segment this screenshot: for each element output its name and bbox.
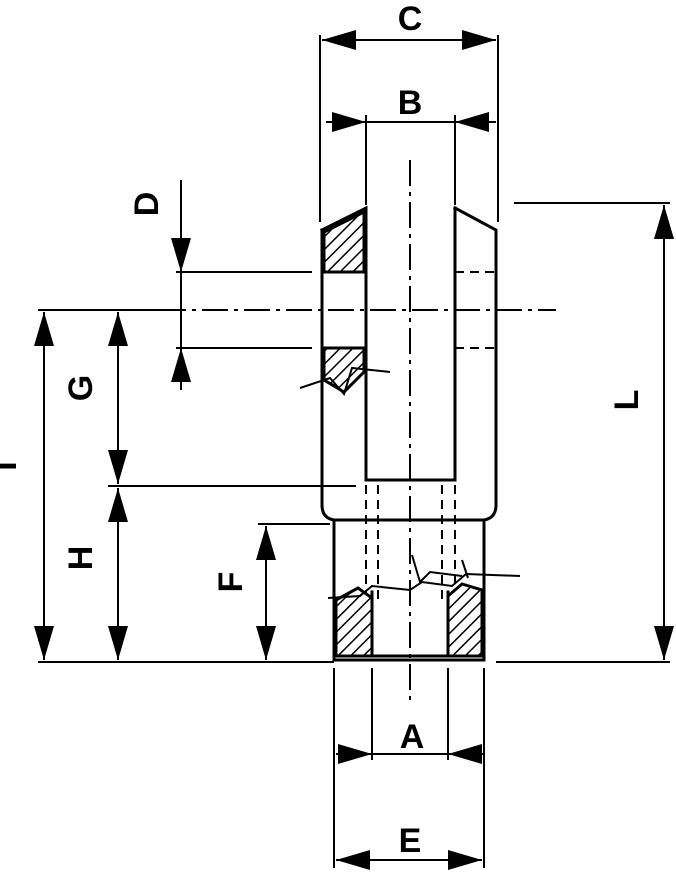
label-f: F xyxy=(212,572,250,593)
dimension-e: E xyxy=(333,668,485,870)
dimension-d: D xyxy=(128,180,312,390)
label-b: B xyxy=(398,84,423,122)
label-g: G xyxy=(62,375,100,401)
dimension-b: B xyxy=(326,84,496,205)
label-h: H xyxy=(62,546,100,571)
dimension-l: L xyxy=(496,202,674,663)
dimension-f: F xyxy=(212,523,330,660)
prong-section-hatching xyxy=(299,209,391,397)
thread-section-hatching xyxy=(327,554,521,658)
label-c: C xyxy=(398,0,423,38)
dimension-c: C xyxy=(319,0,499,222)
label-d: D xyxy=(128,192,166,217)
label-e: E xyxy=(399,822,422,860)
dimension-g: G xyxy=(62,312,356,487)
dimension-i: I xyxy=(0,309,334,663)
dimension-h: H xyxy=(62,488,128,660)
label-a: A xyxy=(400,718,425,756)
label-l: L xyxy=(608,390,646,411)
dimension-a: A xyxy=(336,668,484,764)
label-i: I xyxy=(0,461,24,470)
center-lines xyxy=(160,160,556,700)
threaded-bore xyxy=(365,485,456,600)
